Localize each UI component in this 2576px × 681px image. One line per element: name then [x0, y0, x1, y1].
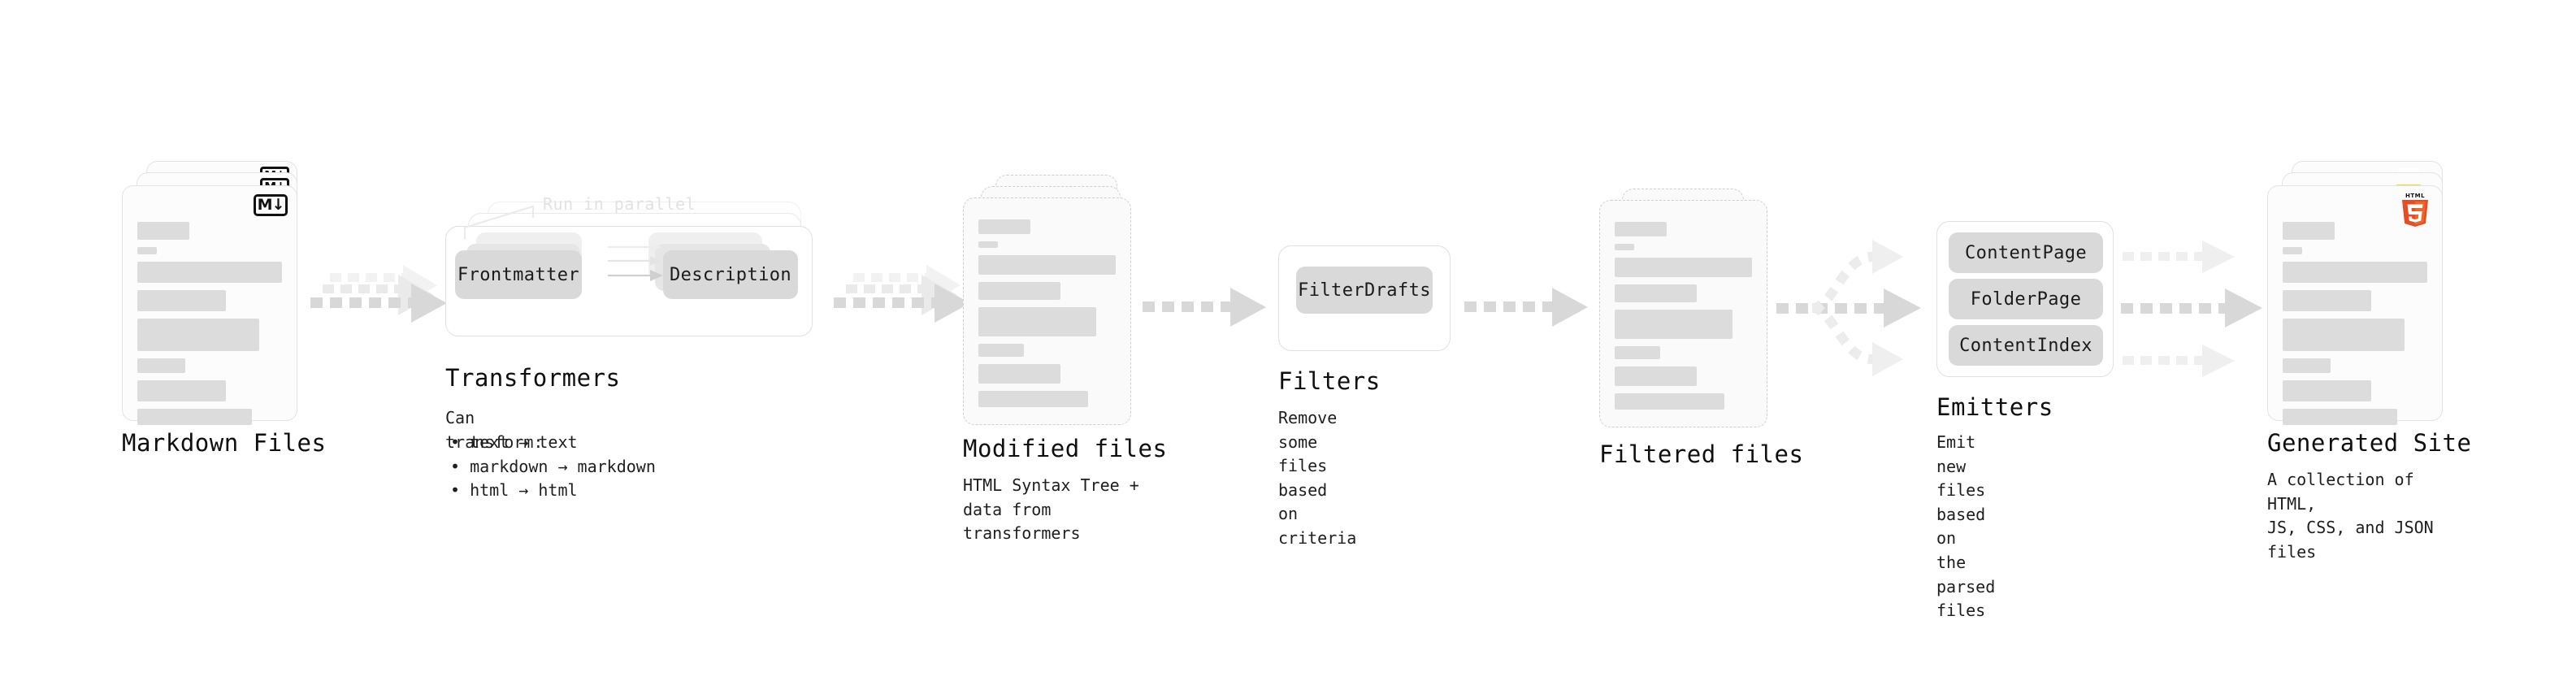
- skeleton-bar: [137, 380, 226, 401]
- emitter-pill-contentindex[interactable]: ContentIndex: [1949, 325, 2103, 366]
- skeleton-bar: [978, 255, 1116, 275]
- stage-filtered-files: Filtered files: [1599, 189, 1803, 468]
- skeleton-bar: [2283, 222, 2335, 240]
- filtered-file-stack: [1599, 189, 1786, 432]
- skeleton-bar: [137, 247, 157, 254]
- skeleton-bar: [1615, 310, 1733, 339]
- emitter-pill-label: ContentIndex: [1959, 335, 2092, 356]
- site-card-front: HTML: [2267, 185, 2443, 425]
- skeleton-bar: [978, 391, 1089, 407]
- run-in-parallel-label: Run in parallel: [543, 194, 696, 214]
- stage-title-emitters: Emitters: [1936, 393, 2053, 421]
- list-item: • html → html: [450, 480, 578, 501]
- document-skeleton: [978, 219, 1116, 414]
- markdown-icon: M↓: [254, 194, 288, 216]
- skeleton-bar: [1615, 346, 1660, 359]
- connector-filtered-to-emitters: [1776, 228, 1931, 390]
- markdown-card-front: M↓: [122, 185, 297, 425]
- emitter-pill-folderpage[interactable]: FolderPage: [1949, 279, 2103, 319]
- connector-transformers-to-modified: [830, 265, 970, 349]
- skeleton-bar: [2283, 409, 2397, 425]
- stage-generated-site: CSS HTML: [2267, 161, 2471, 562]
- filters-subtitle: Remove some files based on criteria: [1278, 408, 1357, 548]
- skeleton-bar: [1615, 222, 1667, 236]
- document-skeleton: [2283, 222, 2427, 432]
- skeleton-bar: [137, 222, 189, 240]
- connector-modified-to-filters: [1141, 286, 1271, 335]
- connector-filters-to-filtered: [1463, 286, 1593, 335]
- skeleton-bar: [1615, 367, 1698, 386]
- generated-site-stack: CSS HTML: [2267, 161, 2462, 425]
- skeleton-bar: [978, 344, 1024, 357]
- connector-md-to-transformers: [307, 265, 447, 349]
- emitter-pill-label: ContentPage: [1964, 242, 2088, 263]
- emitters-subtitle: Emit new files based on the parsed files: [1936, 432, 1996, 621]
- skeleton-bar: [978, 282, 1061, 300]
- transformer-pill-description[interactable]: Description: [663, 250, 798, 299]
- skeleton-bar: [2283, 380, 2371, 401]
- svg-text:HTML: HTML: [2405, 193, 2425, 199]
- transformer-pill-label: Description: [669, 264, 792, 285]
- run-in-parallel-leader: [463, 193, 561, 242]
- stage-title-filters: Filters: [1278, 367, 1381, 395]
- stage-title-transformers: Transformers: [445, 364, 621, 392]
- skeleton-bar: [2283, 358, 2331, 373]
- generated-site-subtitle: A collection of HTML, JS, CSS, and JSON …: [2267, 470, 2434, 562]
- modified-files-subtitle: HTML Syntax Tree + data from transformer…: [963, 475, 1139, 544]
- stage-markdown-files: M↓ M↓ M↓ Markdown Files: [122, 161, 326, 457]
- skeleton-bar: [2283, 262, 2427, 283]
- skeleton-bar: [1615, 393, 1725, 410]
- filtered-card-front: [1599, 200, 1767, 427]
- markdown-file-stack: M↓ M↓ M↓: [122, 161, 309, 425]
- transformers-bullet-list: • text → text • markdown → markdown • ht…: [450, 431, 656, 503]
- modified-card-front: [963, 197, 1131, 425]
- transformer-pill-frontmatter[interactable]: Frontmatter: [455, 250, 582, 299]
- skeleton-bar: [2283, 290, 2371, 311]
- list-item: • text → text: [450, 432, 578, 452]
- skeleton-bar: [137, 409, 252, 425]
- document-skeleton: [1615, 222, 1752, 417]
- filter-pill-label: FilterDrafts: [1298, 280, 1431, 301]
- stage-title-markdown-files: Markdown Files: [122, 429, 327, 457]
- emitter-pill-contentpage[interactable]: ContentPage: [1949, 232, 2103, 273]
- skeleton-bar: [137, 319, 259, 351]
- skeleton-bar: [1615, 284, 1698, 302]
- skeleton-bar: [978, 364, 1061, 384]
- skeleton-bar: [1615, 258, 1752, 277]
- skeleton-bar: [137, 290, 226, 311]
- filter-pill-filterdrafts[interactable]: FilterDrafts: [1296, 267, 1433, 314]
- emitter-pill-label: FolderPage: [1970, 288, 2082, 310]
- transformer-pill-label: Frontmatter: [457, 264, 580, 285]
- stage-title-modified-files: Modified files: [963, 435, 1168, 462]
- skeleton-bar: [137, 262, 282, 283]
- transformer-inner-arrows: [605, 236, 670, 309]
- skeleton-bar: [978, 241, 998, 248]
- skeleton-bar: [137, 358, 185, 373]
- connector-emitters-to-site: [2121, 228, 2267, 390]
- stage-title-filtered-files: Filtered files: [1599, 440, 1804, 468]
- skeleton-bar: [1615, 244, 1634, 250]
- skeleton-bar: [2283, 247, 2302, 254]
- document-skeleton: [137, 222, 282, 432]
- list-item: • markdown → markdown: [450, 456, 656, 476]
- stage-modified-files: Modified files HTML Syntax Tree + data f…: [963, 175, 1167, 543]
- stage-title-generated-site: Generated Site: [2267, 429, 2472, 457]
- modified-file-stack: [963, 175, 1150, 427]
- skeleton-bar: [978, 307, 1097, 336]
- transformers-subtitle: Can transform:: [445, 408, 544, 452]
- skeleton-bar: [978, 219, 1030, 234]
- html5-icon: HTML: [2400, 191, 2431, 227]
- skeleton-bar: [2283, 319, 2405, 351]
